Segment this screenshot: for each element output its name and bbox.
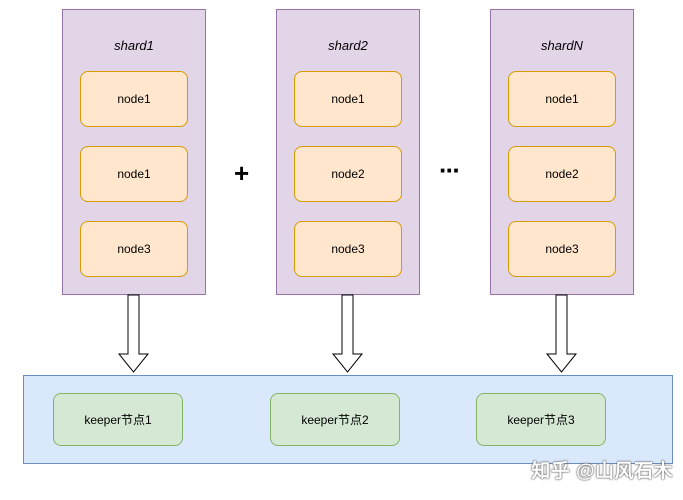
shard-container-2: shard2 node1 node2 node3 [276,9,420,295]
shard-container-n: shardN node1 node2 node3 [490,9,634,295]
node-box: node3 [294,221,402,277]
down-arrow-icon [545,294,578,373]
node-box: node1 [80,71,188,127]
node-box: node1 [80,146,188,202]
node-box: node1 [294,71,402,127]
shard-title: shard1 [114,38,154,53]
plus-separator: + [234,158,250,188]
node-box: node3 [80,221,188,277]
shard-container-1: shard1 node1 node1 node3 [62,9,206,295]
watermark: 知乎 @山风石木 [531,461,673,482]
node-box: node2 [508,146,616,202]
node-box: node1 [508,71,616,127]
keeper-cluster: keeper节点1 keeper节点2 keeper节点3 [23,375,673,464]
shard-title: shardN [541,38,583,53]
node-box: node2 [294,146,402,202]
keeper-node-box: keeper节点1 [53,393,183,446]
keeper-node-box: keeper节点3 [476,393,606,446]
node-box: node3 [508,221,616,277]
shard-title: shard2 [328,38,368,53]
ellipsis-separator: ··· [439,155,461,185]
down-arrow-icon [331,294,364,373]
down-arrow-icon [117,294,150,373]
keeper-node-box: keeper节点2 [270,393,400,446]
